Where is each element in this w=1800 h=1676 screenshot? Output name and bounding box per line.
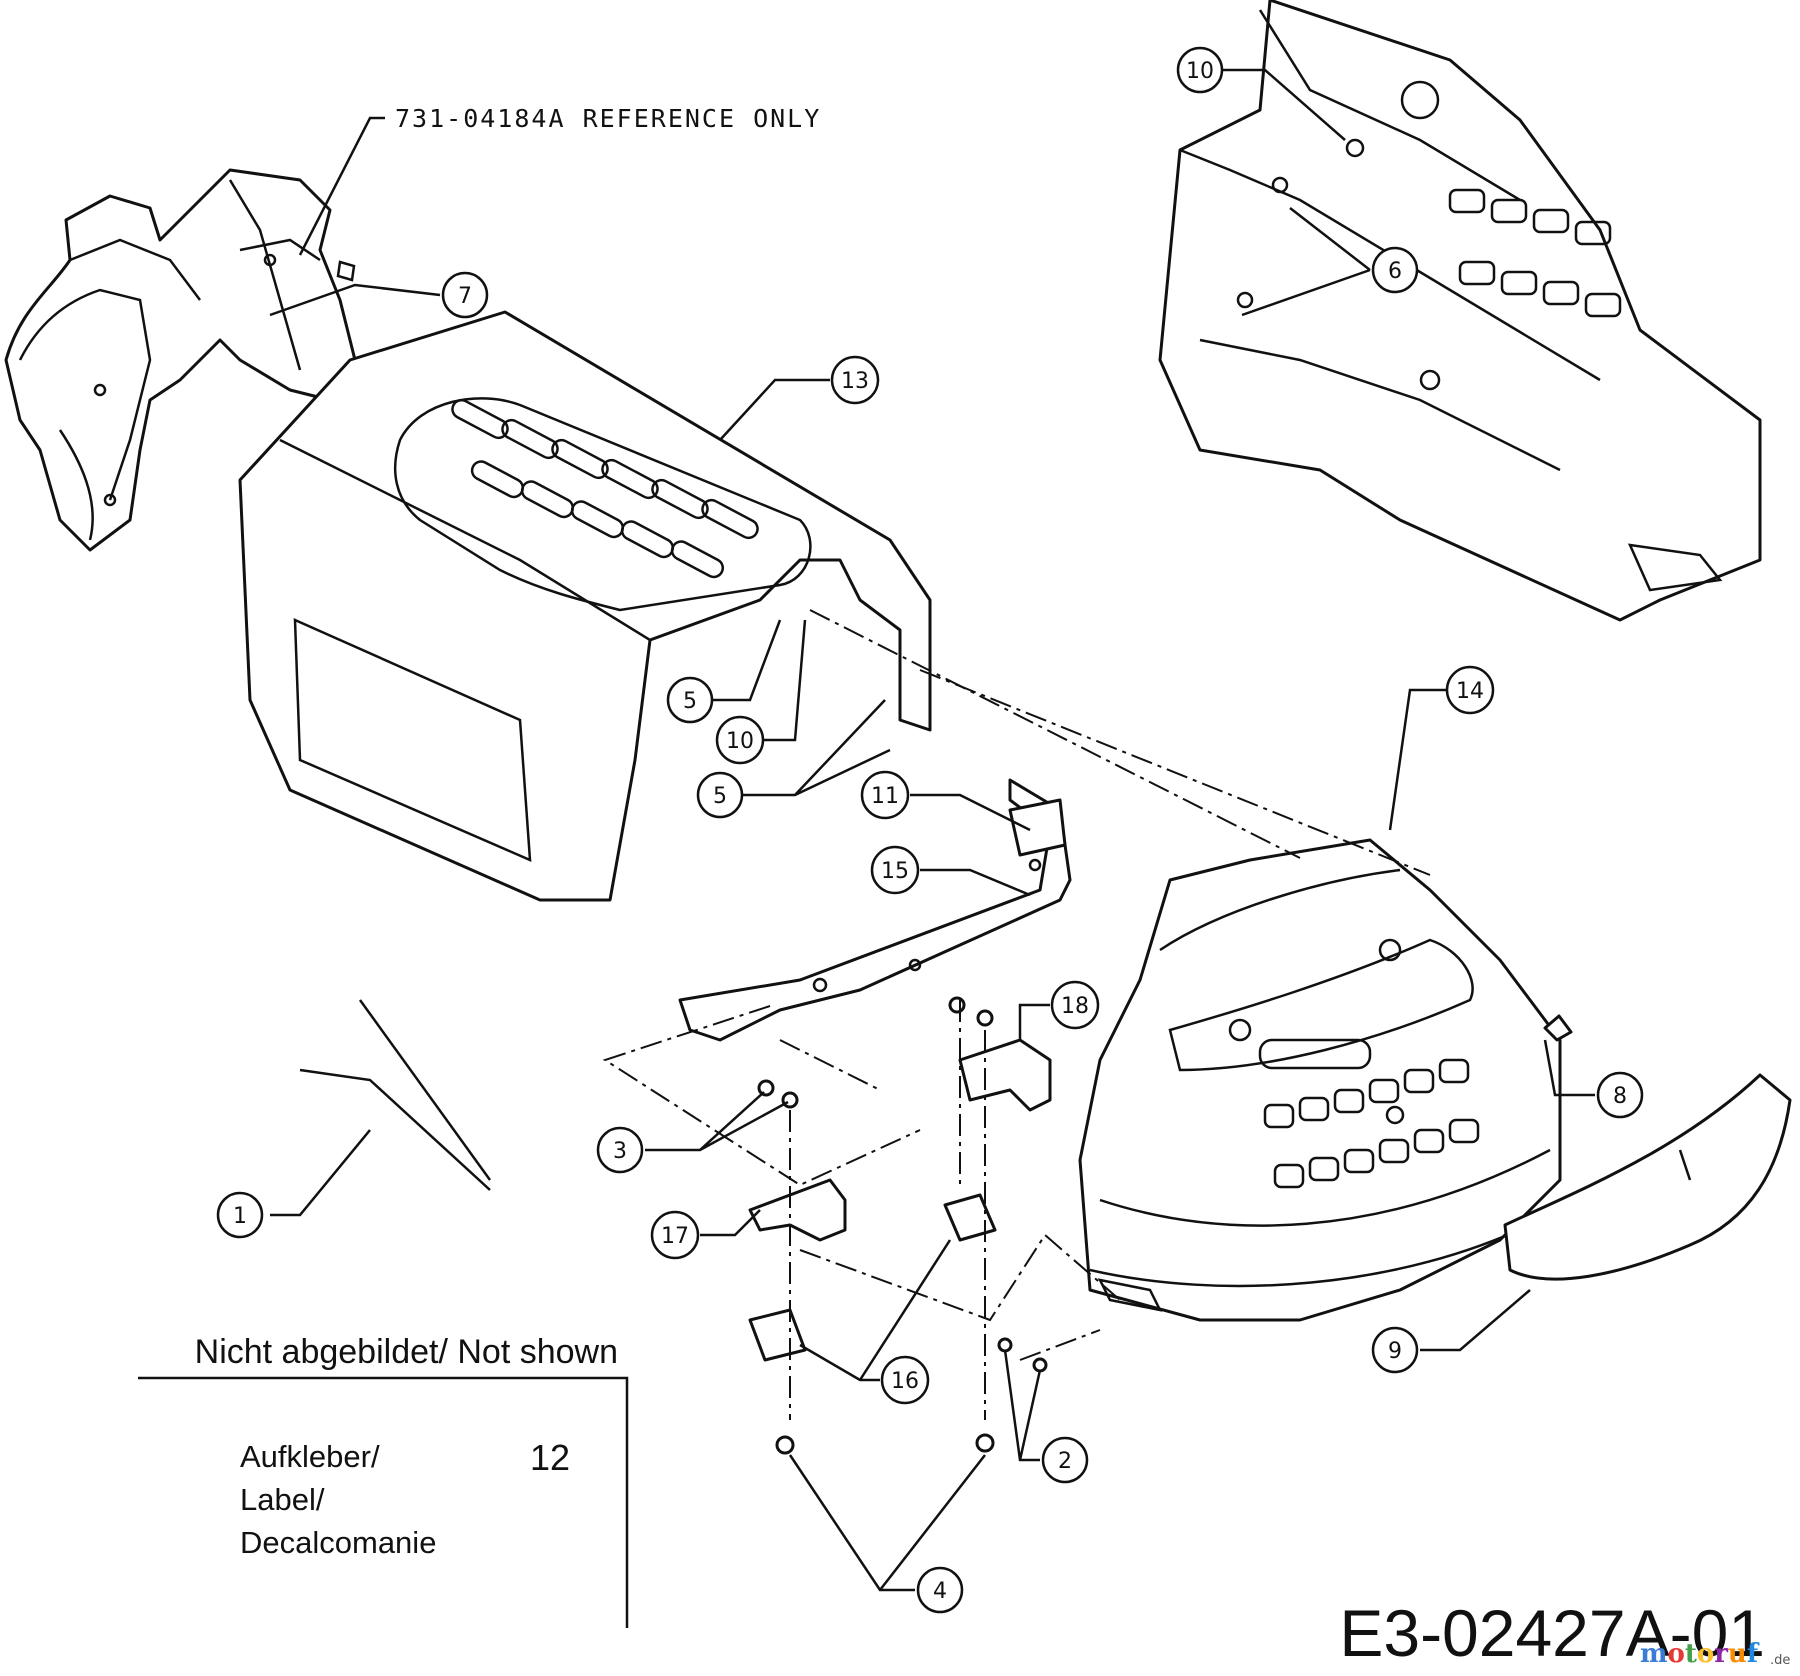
clip-bracket-part — [1008, 798, 1067, 857]
callout-label: 5 — [713, 784, 727, 809]
callout-5-upper: 5 — [666, 676, 714, 724]
hood-vent-slots — [451, 398, 759, 579]
callout-4: 4 — [916, 1566, 964, 1614]
watermark-letter: t — [1685, 1639, 1697, 1669]
callout-label: 10 — [726, 729, 754, 754]
callout-label: 2 — [1058, 1449, 1072, 1474]
callout-11: 11 — [860, 770, 910, 820]
watermark-suffix: .de — [1770, 1653, 1790, 1668]
callout-label: 9 — [1388, 1339, 1402, 1364]
latch-part-18 — [958, 1038, 1052, 1112]
reference-note: 731-04184A REFERENCE ONLY — [395, 104, 821, 133]
latch-part-17 — [748, 1178, 847, 1242]
callout-label: 3 — [613, 1139, 627, 1164]
watermark-logo: motoruf .de — [1640, 1639, 1790, 1669]
grille-rear-slots — [1448, 188, 1622, 318]
callout-label: 5 — [683, 689, 697, 714]
watermark-letter: r — [1714, 1639, 1728, 1669]
diagram-id: E3-02427A-01 — [1339, 1596, 1765, 1670]
callout-10-top: 10 — [1176, 46, 1224, 94]
not-shown-title: Nicht abgebildet/ Not shown — [195, 1333, 618, 1371]
callout-label: 16 — [891, 1369, 919, 1394]
watermark-letter: u — [1728, 1639, 1747, 1669]
alignment-lines — [602, 609, 1431, 1420]
callout-7: 7 — [441, 271, 489, 319]
callout-label: 6 — [1388, 259, 1402, 284]
fasteners — [757, 996, 1573, 1455]
watermark-letter: m — [1640, 1639, 1668, 1669]
watermark-letter: o — [1697, 1639, 1714, 1669]
watermark-text: motoruf — [1640, 1639, 1760, 1669]
grille-front-slots — [1258, 1038, 1480, 1189]
callout-10-middle: 10 — [715, 715, 765, 765]
callout-18: 18 — [1050, 980, 1100, 1030]
watermark-letter: f — [1747, 1639, 1760, 1669]
callout-label: 1 — [233, 1204, 247, 1229]
callout-label: 15 — [881, 859, 909, 884]
callout-17: 17 — [650, 1210, 700, 1260]
callout-label: 4 — [933, 1579, 947, 1604]
leader-lines — [269, 68, 1595, 1592]
hinge-block-16b — [748, 1308, 807, 1362]
callout-label: 10 — [1186, 59, 1214, 84]
callout-label: 11 — [871, 784, 899, 809]
callout-3: 3 — [596, 1126, 644, 1174]
callout-8: 8 — [1596, 1071, 1644, 1119]
cable-part — [299, 999, 492, 1191]
callout-label: 13 — [841, 369, 869, 394]
callout-9: 9 — [1371, 1326, 1419, 1374]
not-shown-box: Nicht abgebildet/ Not shown Aufkleber/ L… — [138, 1333, 629, 1628]
callout-label: 17 — [661, 1224, 689, 1249]
callout-label: 18 — [1061, 994, 1089, 1019]
not-shown-item-number: 12 — [530, 1437, 570, 1478]
callout-label: 14 — [1456, 679, 1484, 704]
not-shown-label-line-3: Decalcomanie — [240, 1525, 436, 1560]
callout-5-lower: 5 — [696, 771, 744, 819]
callout-14: 14 — [1445, 665, 1495, 715]
not-shown-label-line-1: Aufkleber/ — [240, 1439, 380, 1474]
bumper-part — [1503, 1073, 1792, 1281]
callout-label: 8 — [1613, 1084, 1627, 1109]
callout-16: 16 — [880, 1355, 930, 1405]
hood-part — [238, 310, 932, 902]
callout-13: 13 — [830, 355, 880, 405]
callout-1: 1 — [216, 1191, 264, 1239]
hinge-block-16a — [943, 1193, 997, 1242]
callout-15: 15 — [870, 845, 920, 895]
watermark-letter: o — [1668, 1639, 1685, 1669]
callout-2: 2 — [1041, 1436, 1089, 1484]
callout-6: 6 — [1371, 246, 1419, 294]
grille-rear-view-part — [1158, 0, 1762, 622]
dash-tower-part — [4, 168, 362, 552]
callout-label: 7 — [458, 284, 472, 309]
grille-front-part — [1078, 838, 1562, 1322]
not-shown-label-line-2: Label/ — [240, 1482, 325, 1517]
